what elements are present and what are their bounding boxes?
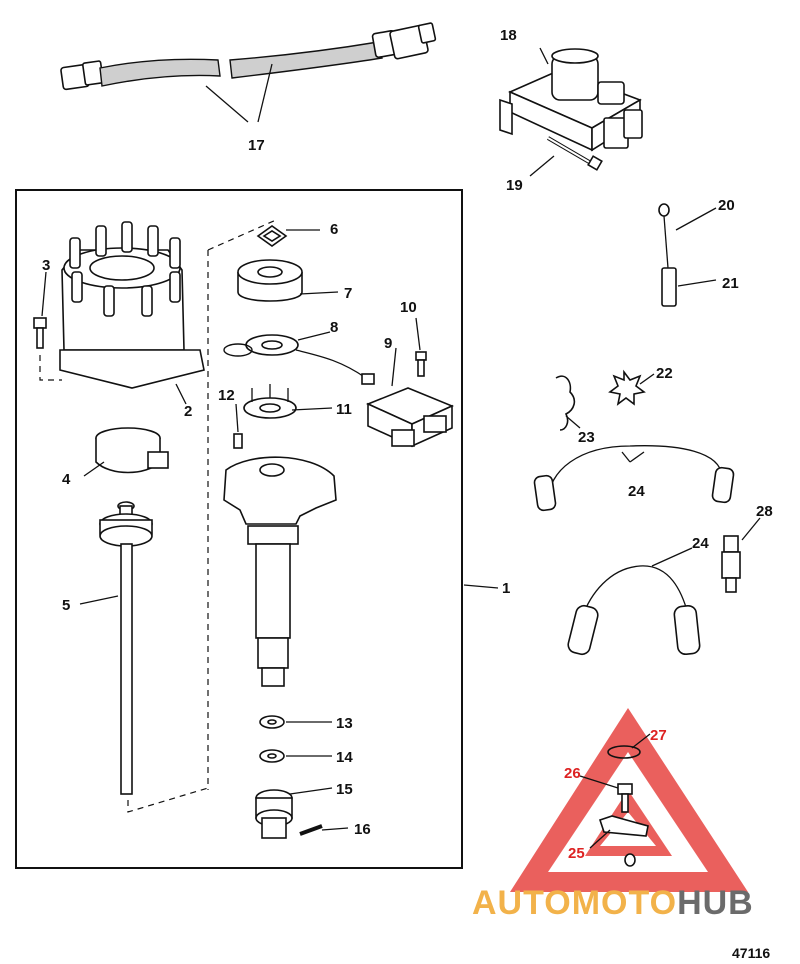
callout-12: 12 bbox=[218, 387, 235, 404]
part-26-bolt bbox=[617, 783, 633, 813]
part-1-distributor-housing bbox=[223, 456, 337, 687]
callout-20: 20 bbox=[718, 197, 735, 214]
callout-7: 7 bbox=[344, 285, 352, 302]
part-21-wire-retainer bbox=[661, 267, 677, 307]
part-23-wire-holder bbox=[555, 375, 576, 431]
part-5-main-shaft bbox=[99, 501, 153, 795]
part-6-gasket bbox=[256, 225, 288, 247]
part-24-spark-plug-wire-lower bbox=[567, 565, 701, 656]
part-4-housing-ring bbox=[95, 427, 169, 474]
callout-17: 17 bbox=[248, 137, 265, 154]
part-15-drive-gear bbox=[255, 789, 293, 839]
part-19-coil-bolt bbox=[546, 136, 603, 171]
part-17-wire-sleeve bbox=[60, 22, 437, 91]
callout-5: 5 bbox=[62, 597, 70, 614]
part-25-clamp bbox=[598, 815, 649, 867]
leader-lines bbox=[41, 47, 761, 849]
part-11-pole-piece bbox=[243, 384, 297, 419]
callout-labels: 1 2 3 4 5 6 7 8 9 10 11 12 13 14 15 16 1… bbox=[42, 27, 773, 862]
callout-2: 2 bbox=[184, 403, 192, 420]
part-8-pickup-coil bbox=[223, 334, 375, 385]
callout-26: 26 bbox=[564, 765, 581, 782]
part-9-ignition-module bbox=[365, 387, 455, 448]
callout-28: 28 bbox=[756, 503, 773, 520]
part-24-spark-plug-wire-upper bbox=[533, 445, 735, 512]
callout-19: 19 bbox=[506, 177, 523, 194]
part-20-wire-clip bbox=[658, 203, 670, 269]
part-3-cap-screw bbox=[33, 317, 47, 349]
part-22-wire-separator bbox=[608, 369, 646, 406]
callout-9: 9 bbox=[384, 335, 392, 352]
svg-text:AUTOMOTOHUB: AUTOMOTOHUB bbox=[472, 884, 754, 922]
callout-3: 3 bbox=[42, 257, 50, 274]
part-18-ignition-coil bbox=[499, 48, 643, 152]
part-7-rotor bbox=[237, 259, 303, 302]
part-13-washer bbox=[259, 715, 285, 729]
callout-24a: 24 bbox=[628, 483, 645, 500]
watermark-text-part-b: HUB bbox=[677, 884, 754, 922]
callout-21: 21 bbox=[722, 275, 739, 292]
callout-10: 10 bbox=[400, 299, 417, 316]
figure-number: 47116 bbox=[732, 945, 770, 961]
callout-18: 18 bbox=[500, 27, 517, 44]
part-28-spark-plug bbox=[721, 535, 741, 593]
part-14-washer bbox=[259, 749, 285, 763]
callout-25: 25 bbox=[568, 845, 585, 862]
callout-6: 6 bbox=[330, 221, 338, 238]
watermark-text-part-a: AUTOMOTO bbox=[472, 884, 677, 922]
distributor-assembly-frame bbox=[15, 189, 463, 869]
part-27-washer bbox=[607, 745, 641, 759]
callout-16: 16 bbox=[354, 821, 371, 838]
callout-15: 15 bbox=[336, 781, 353, 798]
part-12-pin bbox=[233, 433, 243, 449]
callout-22: 22 bbox=[656, 365, 673, 382]
callout-14: 14 bbox=[336, 749, 353, 766]
callout-11: 11 bbox=[336, 401, 352, 418]
callout-1: 1 bbox=[502, 580, 510, 597]
callout-4: 4 bbox=[62, 471, 71, 488]
watermark-text: AUTOMOTOHUB bbox=[472, 884, 754, 922]
callout-23: 23 bbox=[578, 429, 595, 446]
part-2-distributor-cap bbox=[59, 221, 205, 389]
callout-13: 13 bbox=[336, 715, 353, 732]
callout-27: 27 bbox=[650, 727, 667, 744]
callout-8: 8 bbox=[330, 319, 338, 336]
callout-24b: 24 bbox=[692, 535, 709, 552]
part-10-module-screw bbox=[415, 351, 427, 377]
part-16-roll-pin bbox=[299, 824, 323, 836]
